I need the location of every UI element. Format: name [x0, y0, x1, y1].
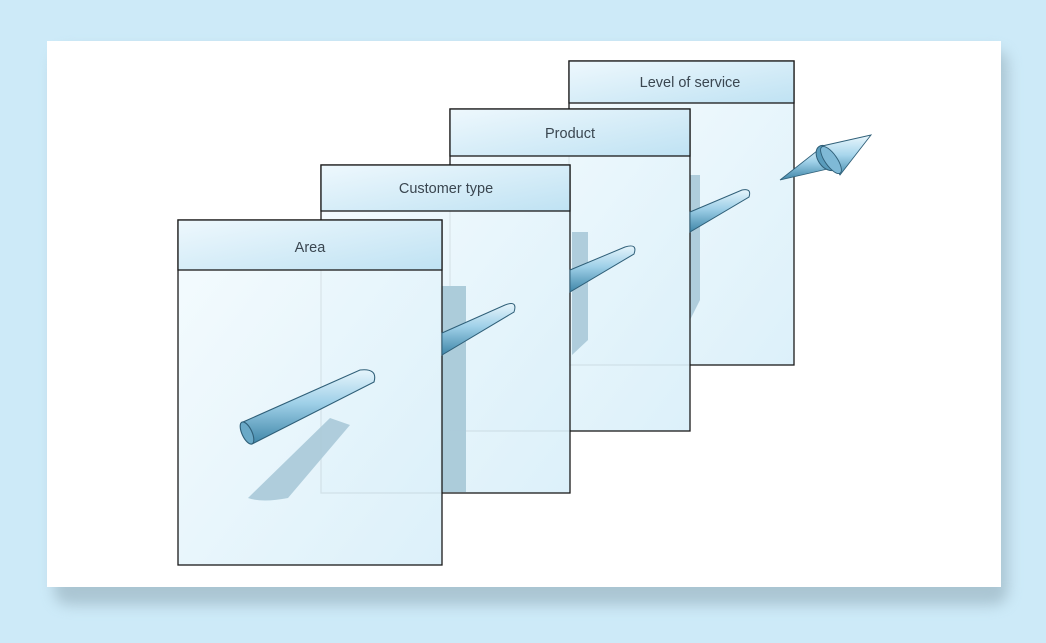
rod-segment [441, 303, 516, 356]
rod-shadow [572, 232, 588, 355]
rod-shadow [690, 175, 700, 320]
panel-header [320, 164, 571, 212]
panel-label: Product [545, 126, 595, 142]
rod-segment [689, 189, 751, 233]
arrow-head [779, 134, 873, 181]
rod-shadow [248, 418, 350, 501]
panel-label: Customer type [399, 181, 493, 197]
panel-label: Area [295, 240, 327, 256]
rod-tail-cap [239, 421, 255, 445]
panel-header [177, 219, 443, 271]
panel-label: Level of service [640, 75, 741, 91]
rod-start [239, 369, 376, 445]
rod-segment [569, 245, 636, 293]
rod-shadow [440, 286, 466, 492]
panel-header [568, 60, 795, 104]
panel-header [449, 108, 691, 157]
